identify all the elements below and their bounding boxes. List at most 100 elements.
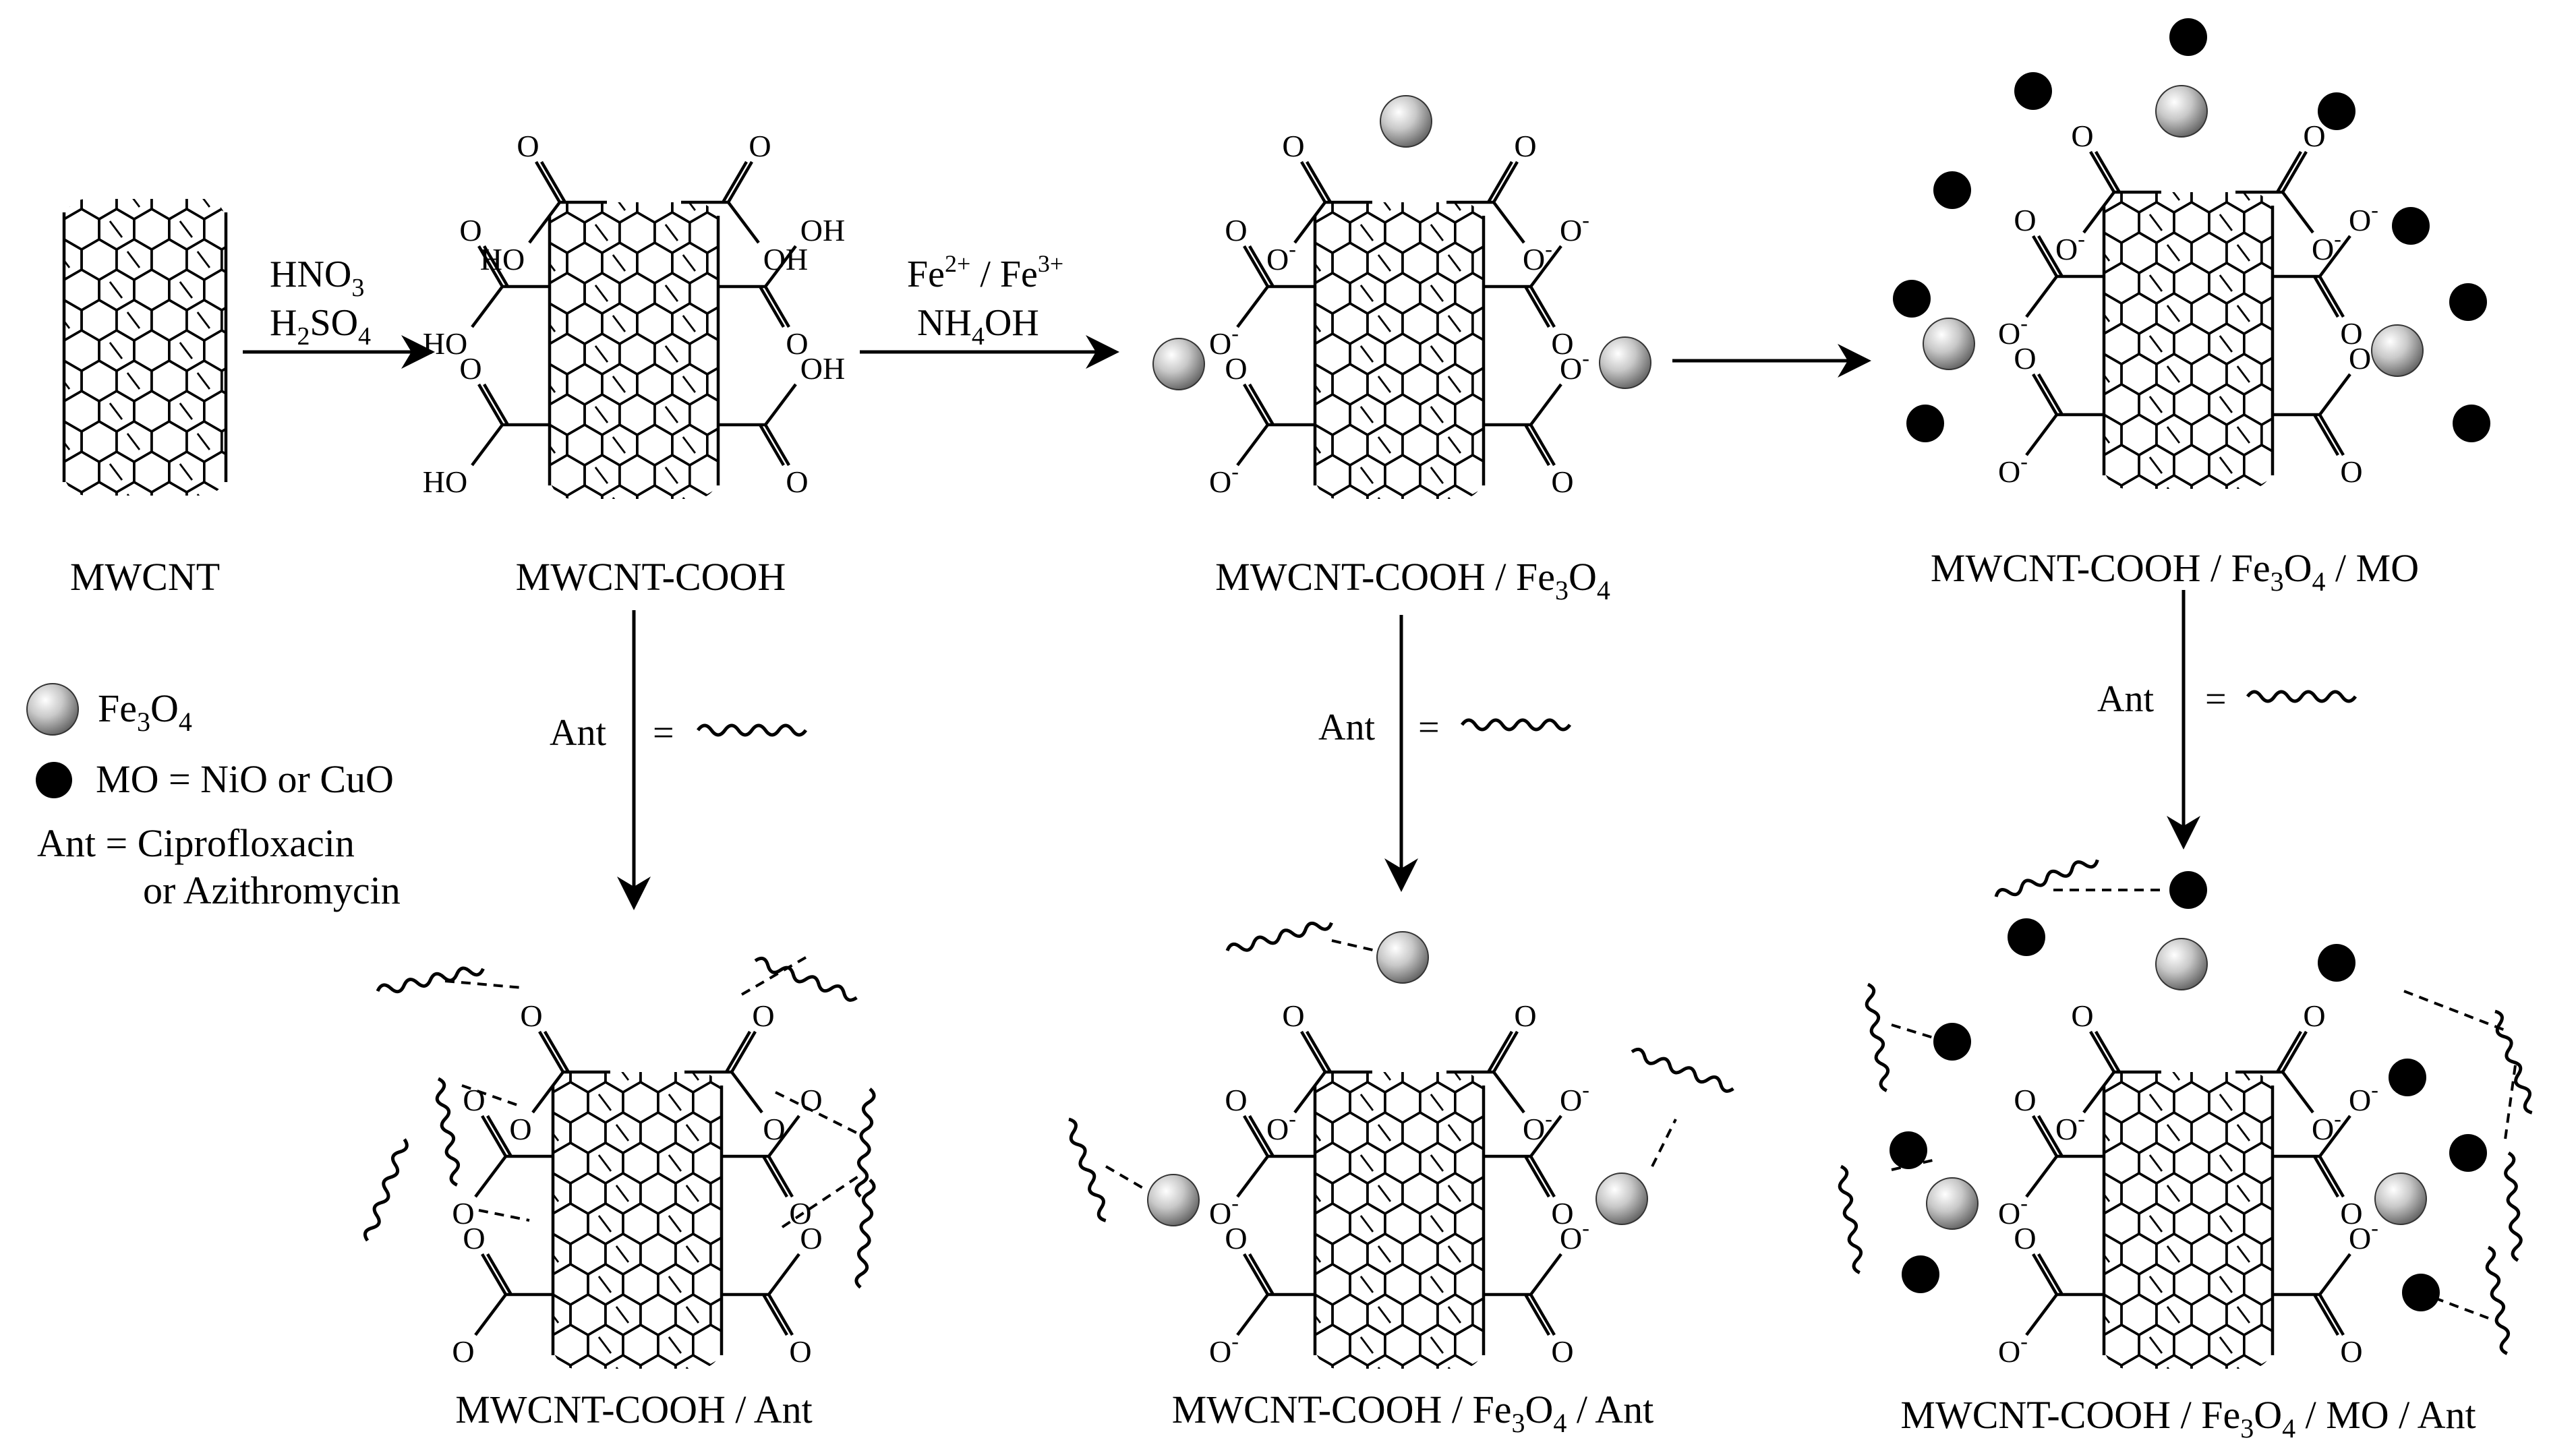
carbon-ring bbox=[725, 273, 760, 314]
double-bond bbox=[2236, 1185, 2250, 1202]
double-bond bbox=[1315, 497, 1322, 499]
double-bond bbox=[664, 224, 678, 241]
double-bond bbox=[250, 464, 262, 480]
carbon-ring bbox=[1315, 332, 1316, 376]
double-bond bbox=[1430, 406, 1444, 423]
metal-oxide-nanoparticle bbox=[2318, 944, 2355, 982]
c-o-bond bbox=[1487, 160, 1513, 204]
carbon-ring bbox=[2279, 445, 2314, 485]
carbon-ring bbox=[566, 483, 604, 499]
double-bond bbox=[1359, 1336, 1374, 1354]
c-o-single-bond bbox=[528, 201, 561, 244]
double-bond bbox=[1291, 467, 1303, 483]
legend-mo-dot bbox=[36, 762, 72, 798]
c-o-single-bond bbox=[2025, 1155, 2058, 1198]
double-bond bbox=[1359, 345, 1374, 363]
carbon-ring bbox=[1420, 1021, 1455, 1062]
carbon-ring bbox=[2155, 1353, 2193, 1369]
carbonyl-oxygen: O bbox=[2340, 454, 2362, 489]
double-bond bbox=[1315, 376, 1322, 393]
carbon-ring bbox=[2104, 443, 2105, 487]
carbonyl-oxygen: O bbox=[1551, 1334, 1573, 1369]
reagent-fe-ions: Fe2+ / Fe3+ bbox=[907, 250, 1063, 295]
carbon-ring bbox=[99, 148, 134, 189]
c-o-bond bbox=[1306, 160, 1332, 204]
double-bond bbox=[2104, 1072, 2111, 1081]
double-bond bbox=[2148, 1154, 2163, 1172]
c-o-bond bbox=[1243, 245, 1269, 288]
carbon-ring bbox=[1490, 334, 1525, 374]
c-o-bond bbox=[1306, 1030, 1332, 1073]
double-bond bbox=[1361, 1034, 1373, 1050]
double-bond bbox=[1447, 1367, 1461, 1369]
c-o-bond bbox=[2089, 1030, 2115, 1073]
carboxylate-oxygen: O- bbox=[1266, 1106, 1296, 1146]
double-bond bbox=[2290, 1276, 2302, 1293]
carbon-ring bbox=[706, 301, 718, 346]
double-bond bbox=[529, 1034, 541, 1050]
double-bond bbox=[2148, 1215, 2163, 1233]
c-o-single-bond bbox=[2281, 191, 2314, 234]
carboxylate-oxygen: O- bbox=[2349, 198, 2378, 237]
double-bond bbox=[2220, 1034, 2232, 1050]
double-bond bbox=[553, 1245, 560, 1263]
reagent-nh4oh: NH4OH bbox=[917, 302, 1039, 351]
double-bond bbox=[1377, 436, 1392, 454]
double-bond bbox=[1359, 1276, 1374, 1293]
carbon-ring bbox=[2051, 415, 2086, 455]
c-o-single-bond bbox=[1529, 1115, 1562, 1158]
double-bond bbox=[1359, 285, 1374, 302]
carbon-ring bbox=[2260, 1110, 2273, 1155]
double-bond bbox=[612, 315, 626, 332]
double-bond bbox=[529, 1216, 541, 1232]
double-bond bbox=[1291, 1216, 1303, 1232]
double-bond bbox=[126, 372, 141, 390]
double-bond bbox=[599, 1034, 611, 1050]
carbon-ring bbox=[2104, 1201, 2105, 1246]
double-bond bbox=[1315, 1185, 1322, 1202]
carbon-ring bbox=[550, 483, 568, 499]
carbon-ring bbox=[2120, 1353, 2158, 1369]
ant-wave-1 bbox=[698, 725, 806, 735]
double-bond bbox=[2219, 456, 2233, 474]
fe3o4-nanoparticle bbox=[2374, 1172, 2427, 1225]
double-bond bbox=[2166, 1245, 2181, 1263]
nanoparticles bbox=[1147, 18, 2490, 1311]
double-bond bbox=[180, 160, 192, 177]
carbon-ring bbox=[2104, 1141, 2105, 1185]
carbon-ring bbox=[1471, 483, 1484, 499]
c-o-single-bond bbox=[2082, 1071, 2115, 1114]
double-bond bbox=[2148, 1094, 2163, 1111]
carbon-ring bbox=[725, 334, 760, 374]
interaction-dash bbox=[1651, 1119, 1677, 1167]
carboxylate-oxygen: O- bbox=[1560, 346, 1589, 386]
double-bond bbox=[1501, 1276, 1513, 1293]
carbon-ring bbox=[2260, 352, 2273, 396]
antibiotic-chain bbox=[1631, 1047, 1735, 1093]
ant-label-3: Ant bbox=[2097, 678, 2154, 720]
carbon-ring bbox=[1490, 1204, 1525, 1244]
interaction-dash bbox=[740, 956, 807, 996]
double-bond bbox=[612, 254, 626, 272]
carbonyl-oxygen: O bbox=[1282, 129, 1304, 163]
carbon-ring bbox=[706, 483, 718, 499]
carbon-ring bbox=[1471, 1171, 1484, 1216]
carbon-ring bbox=[2279, 1264, 2314, 1305]
c-o-bond bbox=[1524, 423, 1550, 467]
double-bond bbox=[1447, 1124, 1461, 1141]
carbonyl-oxygen: O bbox=[749, 129, 771, 163]
double-bond bbox=[553, 1367, 560, 1369]
c-o-bond bbox=[2089, 150, 2115, 194]
carbonyl-oxygen: O bbox=[2014, 1221, 2036, 1255]
ant-equals-1: = bbox=[653, 712, 674, 754]
double-bond bbox=[682, 376, 696, 393]
carbon-ring bbox=[1385, 152, 1420, 192]
carbon-ring bbox=[64, 328, 65, 373]
carbonyl-oxygen: O bbox=[2340, 1334, 2362, 1369]
c-o-bond bbox=[1492, 160, 1519, 204]
carbonyl-oxygen: O bbox=[2303, 999, 2325, 1033]
mwcnt-tube bbox=[62, 148, 262, 496]
antibiotic-chain bbox=[1995, 856, 2099, 901]
